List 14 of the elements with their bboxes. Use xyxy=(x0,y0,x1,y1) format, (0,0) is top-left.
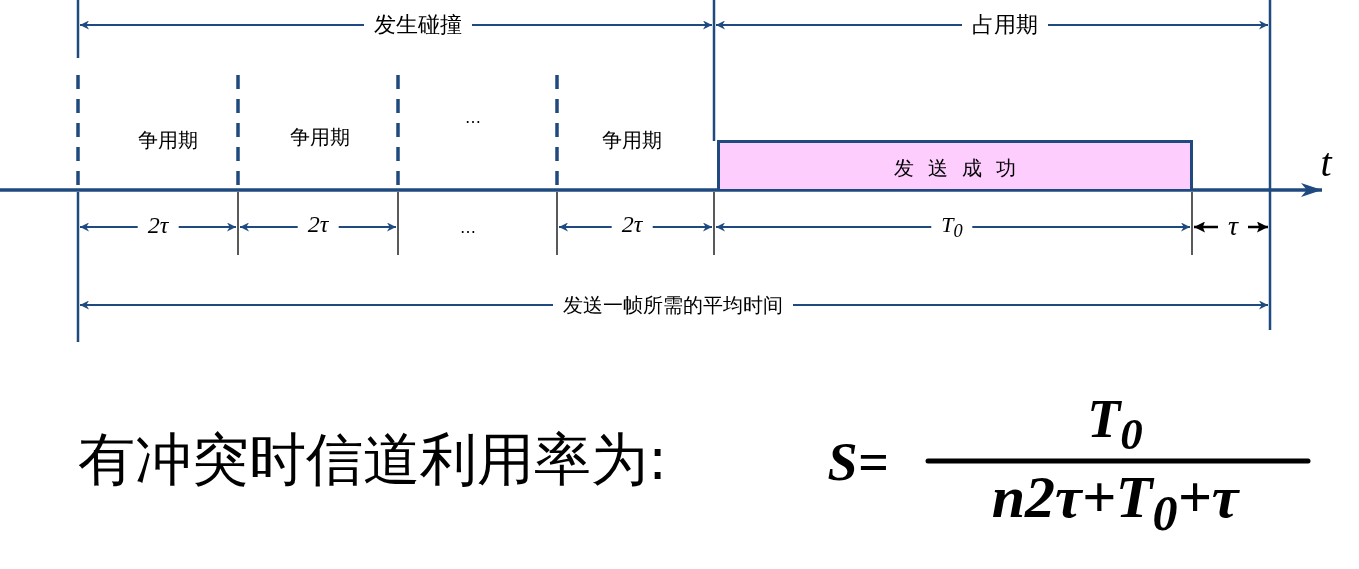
formula-lhs: S= xyxy=(827,430,889,494)
ellipsis: … xyxy=(460,218,476,238)
formula-denominator: n2τ+T$_{0}$+τ xyxy=(991,463,1239,543)
period-label: 争用期 xyxy=(290,125,350,149)
formula-numerator: T$_{0}$ xyxy=(1087,387,1143,461)
interval-label: 发生碰撞 xyxy=(364,12,472,38)
period-label: 争用期 xyxy=(138,128,198,152)
period-label: 争用期 xyxy=(602,128,662,152)
ellipsis: … xyxy=(465,108,481,128)
transmission-box: 发送成功 xyxy=(717,140,1193,189)
axis-label: t xyxy=(1320,140,1332,186)
heading-text: 有冲突时信道利用率为: xyxy=(78,427,668,493)
interval-label: 占用期 xyxy=(962,12,1048,38)
interval-label: 发送一帧所需的平均时间 xyxy=(553,293,793,317)
